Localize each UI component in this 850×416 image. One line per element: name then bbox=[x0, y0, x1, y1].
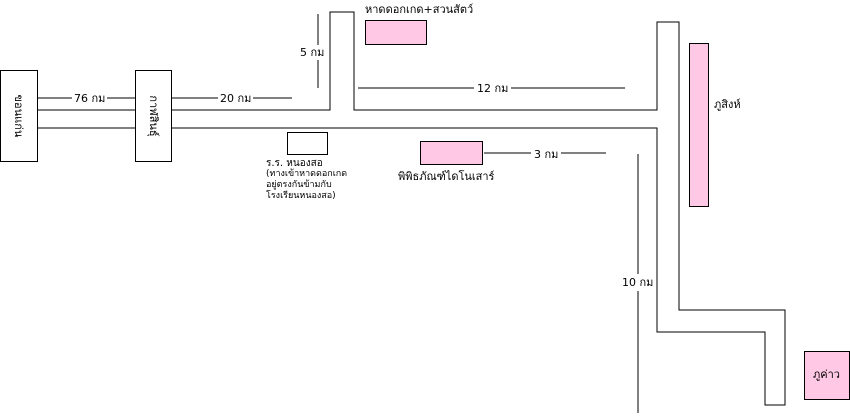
school-box bbox=[287, 132, 328, 155]
phu-kao-box: ภูค่าว bbox=[804, 351, 850, 400]
beach-zoo-label: หาดดอกเกด+สวนสัตว์ bbox=[365, 3, 474, 16]
school-note-line: อยู่ตรงกันข้ามกับ bbox=[266, 180, 332, 190]
phu-kao-label: ภูค่าว bbox=[813, 368, 840, 381]
kalasin-box: กาฬสินธุ์ bbox=[135, 70, 172, 162]
museum-box bbox=[420, 141, 483, 165]
beach-zoo-box bbox=[365, 20, 427, 45]
school-label: ร.ร. หนองสอ bbox=[266, 158, 323, 169]
school-note-line: (ทางเข้าหาดดอกเกด bbox=[266, 169, 348, 179]
museum-label: พิพิธภัณฑ์ไดโนเสาร์ bbox=[398, 170, 495, 183]
distance-12: 12 กม bbox=[474, 82, 512, 95]
khon-kaen-label: ขอนแก่น bbox=[12, 94, 25, 138]
khon-kaen-box: ขอนแก่น bbox=[0, 70, 38, 162]
distance-3: 3 กม bbox=[531, 148, 562, 161]
phu-sing-label: ภูสิงห์ bbox=[714, 98, 741, 111]
distance-5: 5 กม bbox=[298, 45, 327, 60]
distance-10: 10 กม bbox=[620, 274, 656, 291]
phu-sing-box bbox=[689, 43, 709, 207]
main-road bbox=[38, 11, 786, 406]
distance-20: 20 กม bbox=[218, 92, 254, 105]
school-note: (ทางเข้าหาดดอกเกด อยู่ตรงกันข้ามกับ โรงเ… bbox=[266, 169, 347, 202]
kalasin-label: กาฬสินธุ์ bbox=[146, 95, 160, 137]
distance-76: 76 กม bbox=[72, 92, 108, 105]
school-note-line: โรงเรียนหนองสอ) bbox=[266, 191, 336, 201]
